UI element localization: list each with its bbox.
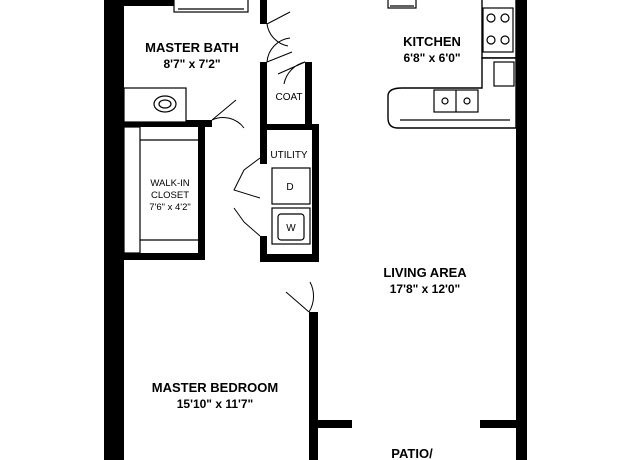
labels: MASTER BATH 8'7" x 7'2" KITCHEN 6'8" x 6… bbox=[145, 34, 467, 460]
closet-bottom-wall bbox=[104, 253, 205, 260]
burner-icon bbox=[500, 13, 510, 23]
dryer-box bbox=[271, 167, 311, 205]
doors bbox=[211, 11, 315, 313]
coat-left-wall bbox=[260, 88, 267, 130]
bath-right-wall-mid bbox=[260, 62, 267, 90]
right-exterior-wall bbox=[516, 0, 527, 460]
master-bath-name: MASTER BATH bbox=[145, 40, 239, 55]
kitchen-fixtures bbox=[387, 0, 517, 129]
bath-door bbox=[266, 11, 291, 47]
closet-right-wall bbox=[198, 120, 205, 260]
closet-shelf bbox=[123, 126, 141, 254]
toilet bbox=[139, 0, 161, 5]
bathtub bbox=[173, 0, 249, 13]
kitchen-appliance-top bbox=[387, 0, 417, 9]
burner-icon bbox=[486, 13, 496, 23]
closet-size: 7'6" x 4'2" bbox=[149, 202, 191, 213]
master-bath-size: 8'7" x 7'2" bbox=[163, 57, 220, 71]
utility-name: UTILITY bbox=[270, 150, 308, 161]
utility-right-wall bbox=[312, 124, 319, 262]
walls bbox=[104, 0, 527, 460]
utility-left-wall-top bbox=[260, 124, 267, 164]
patio-wall-right bbox=[480, 420, 520, 428]
drain-icon bbox=[463, 97, 471, 105]
bath-right-wall-top bbox=[260, 0, 267, 24]
coat-bottom-wall bbox=[260, 124, 312, 130]
fixtures bbox=[123, 0, 311, 254]
burner-icon bbox=[500, 35, 510, 45]
burner-icon bbox=[486, 35, 496, 45]
kitchen-name: KITCHEN bbox=[403, 34, 461, 49]
dryer-label: D bbox=[286, 182, 293, 193]
coat-name: COAT bbox=[275, 92, 302, 103]
patio-wall-left bbox=[318, 420, 352, 428]
coat-door bbox=[277, 61, 306, 85]
stove bbox=[482, 7, 514, 53]
coat-right-wall bbox=[305, 62, 312, 130]
utility-bottom-wall bbox=[260, 254, 319, 262]
bath-top-wall bbox=[104, 0, 174, 6]
closet-door bbox=[233, 157, 261, 199]
living-area-name: LIVING AREA bbox=[383, 265, 467, 280]
living-area-size: 17'8" x 12'0" bbox=[390, 282, 460, 296]
kitchen-size: 6'8" x 6'0" bbox=[403, 51, 460, 65]
vanity-sink-icon bbox=[153, 95, 177, 113]
washer-label: W bbox=[286, 223, 296, 234]
left-exterior-wall bbox=[104, 0, 124, 460]
bath-bottom-wall bbox=[104, 120, 212, 127]
closet-name-line1: WALK-IN bbox=[150, 178, 189, 189]
bedroom-door bbox=[285, 281, 315, 313]
master-bedroom-name: MASTER BEDROOM bbox=[152, 380, 278, 395]
master-bedroom-size: 15'10" x 11'7" bbox=[177, 397, 253, 411]
hall-door bbox=[211, 99, 245, 129]
drain-icon bbox=[441, 97, 449, 105]
bedroom-right-wall bbox=[309, 312, 318, 460]
patio-name: PATIO/ bbox=[391, 446, 433, 460]
utility-left-wall-bottom bbox=[260, 236, 267, 262]
closet-name-line2: CLOSET bbox=[151, 190, 189, 201]
refrigerator bbox=[493, 61, 515, 87]
